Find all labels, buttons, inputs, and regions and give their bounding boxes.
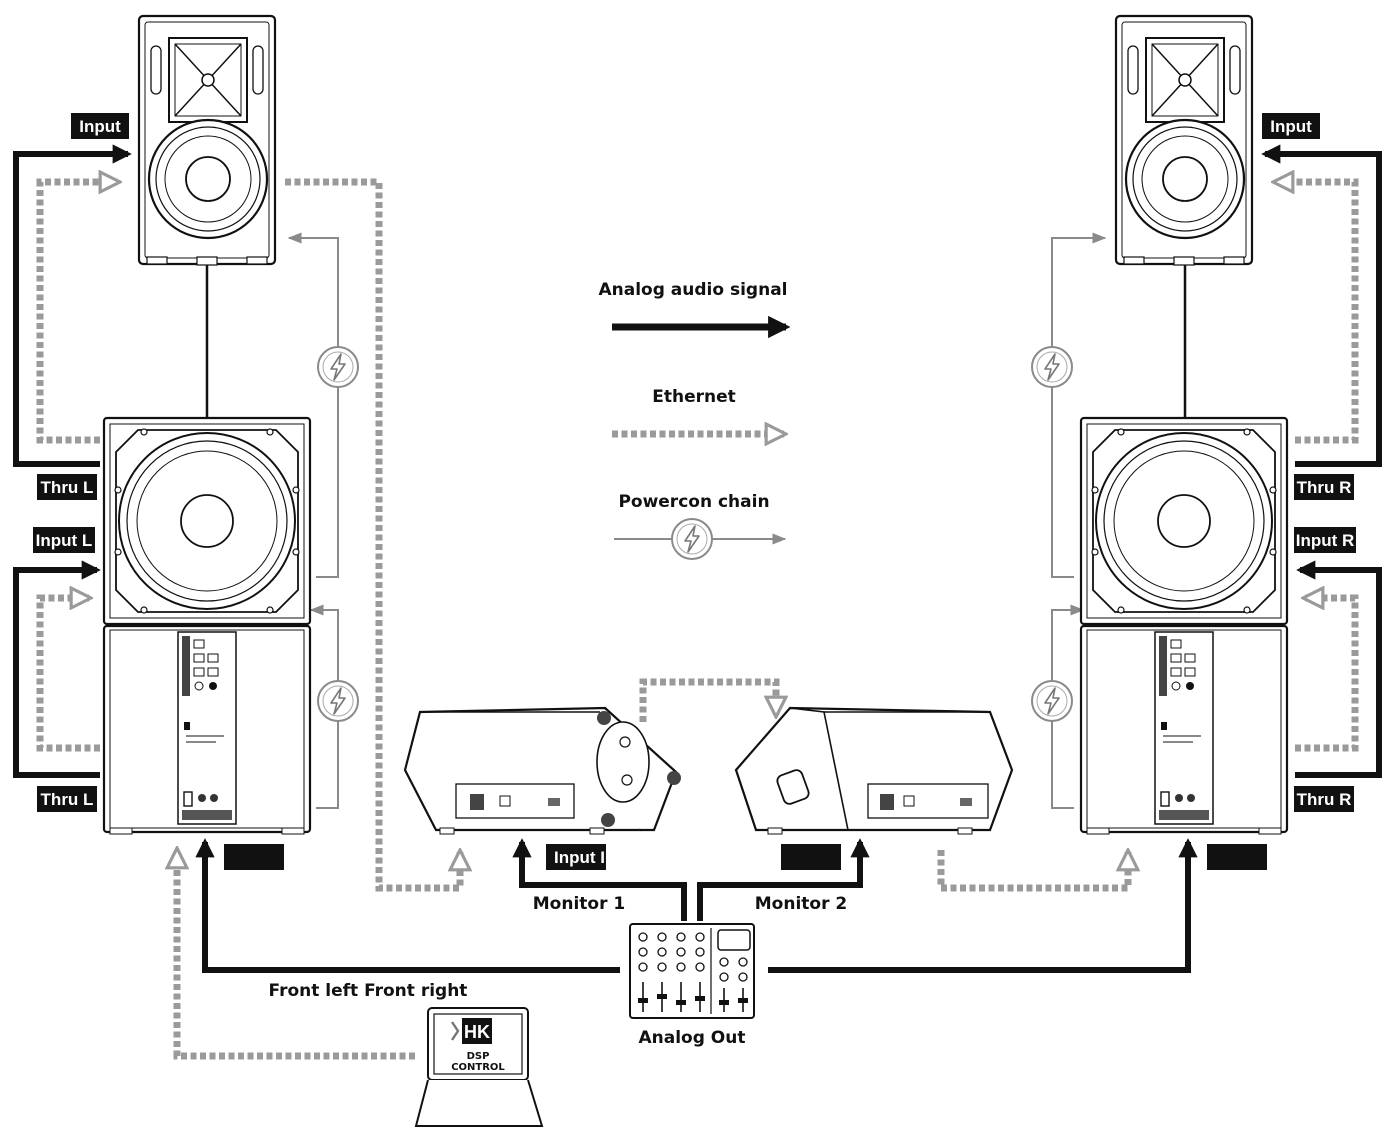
legend-powercon-label: Powercon chain xyxy=(618,492,769,512)
laptop: HK DSP CONTROL xyxy=(414,1007,544,1127)
label-thru-r-lower: Thru R xyxy=(1294,786,1354,812)
label-input-top-right: Input xyxy=(1262,113,1320,139)
lightning-bolt-icon xyxy=(671,518,713,560)
svg-text:Thru R: Thru R xyxy=(1297,478,1352,497)
laptop-label-dsp: DSP xyxy=(467,1051,490,1062)
analog-cables xyxy=(13,144,1382,973)
laptop-label-control: CONTROL xyxy=(451,1062,505,1073)
legend: Analog audio signal Ethernet Powercon ch… xyxy=(598,280,791,560)
label-input-top-left: Input xyxy=(71,113,129,139)
lightning-bolt-icon xyxy=(317,680,359,722)
label-blank-left xyxy=(224,844,284,870)
svg-text:HK: HK xyxy=(464,1022,490,1042)
subwoofer-left-lower xyxy=(102,624,312,836)
label-analog-out: Analog Out xyxy=(638,1028,745,1048)
label-front: Front left Front right xyxy=(269,981,468,1001)
ethernet-cables xyxy=(36,182,1359,1060)
svg-text:Thru L: Thru L xyxy=(41,478,94,497)
label-input-monitor: Input Ir xyxy=(546,844,612,870)
top-speaker-right xyxy=(1114,14,1254,267)
subwoofer-left-upper xyxy=(102,416,312,626)
label-blank-center xyxy=(781,844,841,870)
subwoofer-right-lower xyxy=(1079,624,1289,836)
svg-text:Thru R: Thru R xyxy=(1297,790,1352,809)
legend-ethernet-label: Ethernet xyxy=(652,387,736,407)
label-input-l: Input L xyxy=(33,527,95,553)
floor-monitor-right xyxy=(734,706,1014,835)
svg-text:Input R: Input R xyxy=(1296,531,1355,550)
label-thru-l-upper: Thru L xyxy=(37,474,97,500)
lightning-bolt-icon xyxy=(317,346,359,388)
hk-logo-icon: HK xyxy=(451,1018,492,1044)
label-thru-r-upper: Thru R xyxy=(1294,474,1354,500)
floor-monitor-left xyxy=(403,706,681,835)
label-blank-right xyxy=(1207,844,1267,870)
svg-text:Thru L: Thru L xyxy=(41,790,94,809)
lightning-bolt-icon xyxy=(1031,346,1073,388)
svg-text:Input: Input xyxy=(79,117,121,136)
lightning-bolt-icon xyxy=(1031,680,1073,722)
label-monitor-2: Monitor 2 xyxy=(755,894,847,914)
label-input-r: Input R xyxy=(1294,527,1356,553)
subwoofer-right-upper xyxy=(1079,416,1289,626)
svg-text:Input Ir: Input Ir xyxy=(554,848,612,867)
label-thru-l-lower: Thru L xyxy=(37,786,97,812)
legend-analog-label: Analog audio signal xyxy=(598,280,787,300)
svg-text:Input L: Input L xyxy=(36,531,93,550)
top-speaker-left xyxy=(137,14,277,267)
mixer xyxy=(629,923,755,1019)
label-monitor-1: Monitor 1 xyxy=(533,894,625,914)
svg-text:Input: Input xyxy=(1270,117,1312,136)
